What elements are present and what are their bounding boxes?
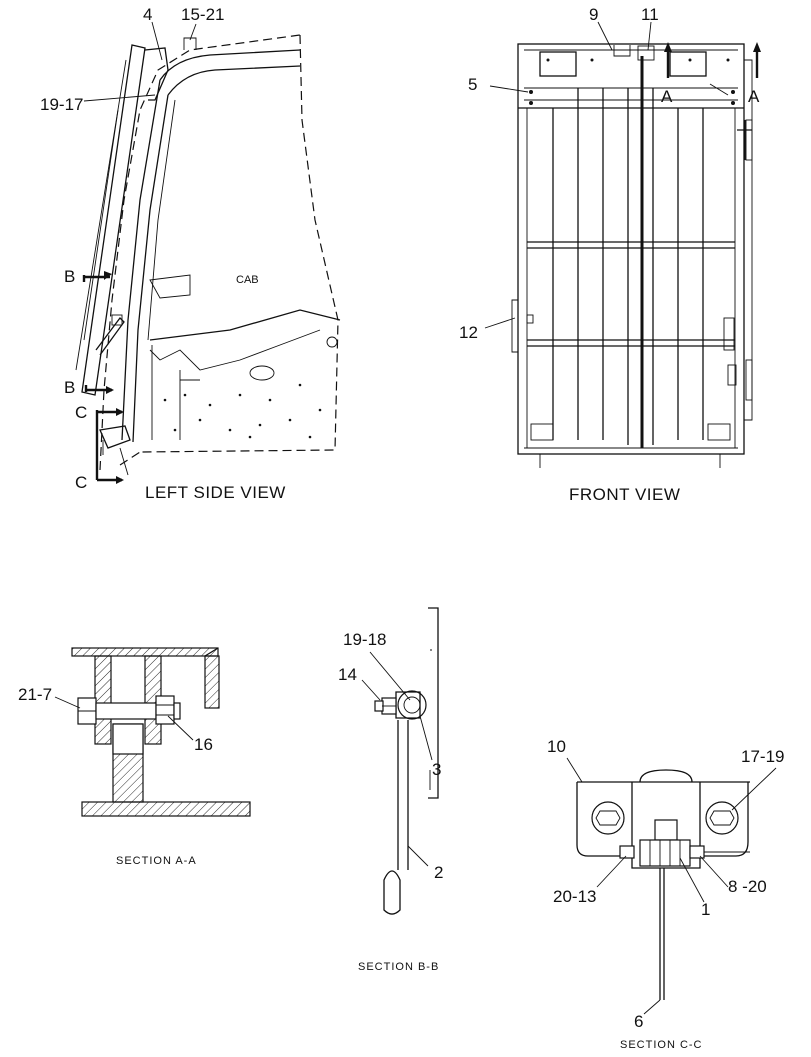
section-cc [566,757,777,1015]
section-bb [361,607,439,915]
section-marker-a-right: A [748,87,760,106]
callout-14: 14 [338,665,357,684]
cab-label: CAB [236,274,259,286]
callout-17-19: 17-19 [741,747,784,766]
section-aa-title: SECTION A-A [116,855,197,867]
section-bb-title: SECTION B-B [358,961,439,973]
front-view [484,21,761,468]
section-marker-c-upper: C [75,403,88,422]
callout-4: 4 [143,5,152,24]
callout-8-20: 8 -20 [728,877,767,896]
callout-20-13: 20-13 [553,887,596,906]
callout-11: 11 [641,5,659,24]
callout-12: 12 [459,323,478,342]
callout-9: 9 [589,5,598,24]
callout-19-18: 19-18 [343,630,386,649]
section-aa [54,647,251,817]
callout-3: 3 [432,760,441,779]
section-marker-a-left: A [661,87,673,106]
callout-5: 5 [468,75,477,94]
callout-15-21: 15-21 [181,5,224,24]
section-marker-b-lower: B [64,378,76,397]
callout-21-7: 21-7 [18,685,52,704]
callout-1: 1 [701,900,710,919]
callout-19-17: 19-17 [40,95,83,114]
left-side-view-title: LEFT SIDE VIEW [145,483,286,502]
callout-10: 10 [547,737,566,756]
left-side-view [75,21,341,484]
callout-2: 2 [434,863,443,882]
callout-16: 16 [194,735,213,754]
section-marker-b-upper: B [64,267,76,286]
front-view-title: FRONT VIEW [569,485,680,504]
section-marker-c-lower: C [75,473,88,492]
callout-6: 6 [634,1012,643,1031]
section-cc-title: SECTION C-C [620,1039,703,1051]
